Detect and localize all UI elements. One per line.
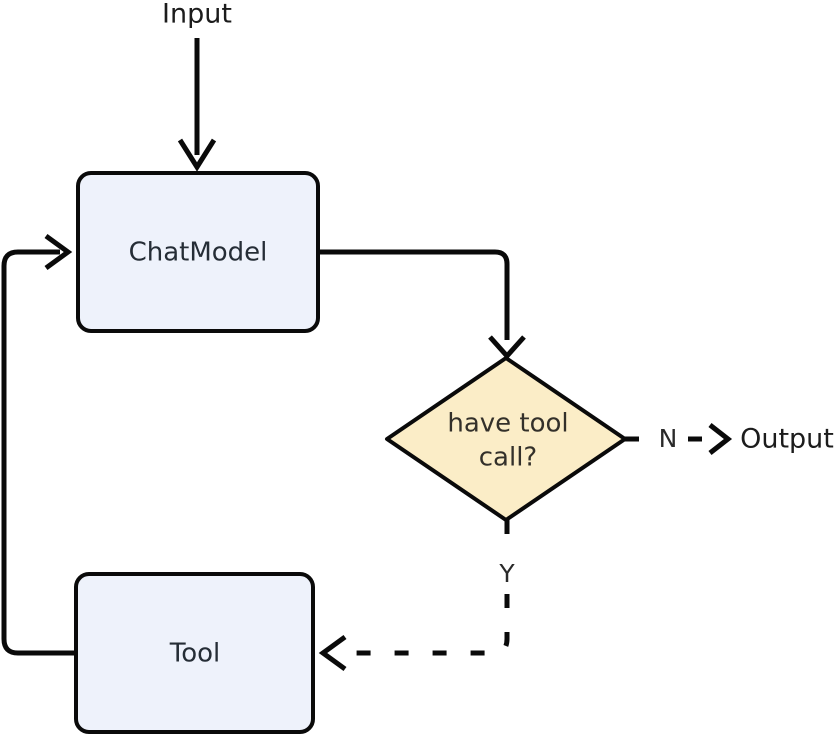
- tool-box[interactable]: [74, 572, 315, 734]
- chatmodel-box[interactable]: [76, 171, 320, 333]
- arrowhead-into-tool: [318, 634, 347, 672]
- edge-yes-dash-lower: [345, 594, 510, 656]
- edge-chatmodel-to-decision: [318, 249, 526, 360]
- edge-decision-yes-to-tool: [318, 520, 510, 672]
- edge-loopback-line: [1, 249, 76, 656]
- arrowhead-into-decision: [488, 335, 526, 360]
- decision-label-line1: have tool: [447, 409, 568, 439]
- edge-chatmodel-decision-line: [318, 249, 510, 340]
- decision-label-line2: call?: [479, 443, 537, 473]
- decision-diamond[interactable]: [385, 356, 627, 522]
- arrowhead-into-chatmodel: [177, 138, 217, 172]
- node-chatmodel[interactable]: ChatModel: [76, 171, 320, 333]
- node-decision-have-tool-call[interactable]: have tool call?: [385, 356, 627, 522]
- arrowhead-into-chatmodel-left: [44, 233, 73, 271]
- edge-decision-no-to-output: [625, 423, 733, 455]
- input-label: Input: [162, 0, 232, 30]
- branch-label-no: N: [659, 424, 678, 453]
- output-label: Output: [740, 424, 834, 455]
- edge-tool-to-chatmodel-loop: [1, 233, 76, 656]
- arrowhead-into-output: [708, 423, 733, 455]
- edge-input-to-chatmodel: [177, 38, 217, 172]
- chatmodel-label: ChatModel: [129, 238, 268, 268]
- node-tool[interactable]: Tool: [74, 572, 315, 734]
- branch-label-yes: Y: [498, 559, 515, 588]
- tool-label: Tool: [169, 639, 221, 669]
